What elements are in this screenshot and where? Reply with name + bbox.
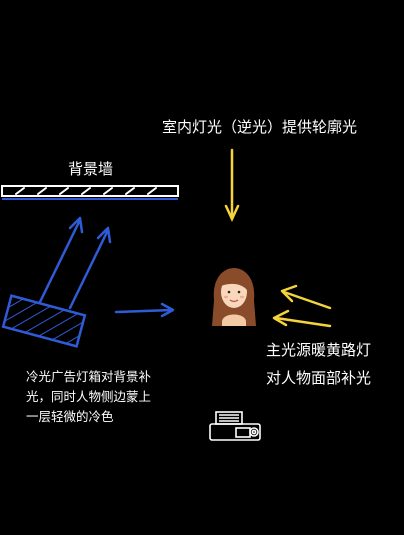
cold-light-arrow-to-person	[114, 302, 175, 318]
main-light-arrow-upper	[280, 284, 332, 310]
main-light-label-line1: 主光源暖黄路灯	[266, 341, 372, 359]
background-wall	[1, 185, 179, 200]
backlight-arrow	[224, 148, 240, 222]
camera-icon	[209, 411, 261, 441]
background-wall-label: 背景墙	[68, 160, 114, 178]
cold-light-label-line1: 冷光广告灯箱对背景补	[26, 369, 152, 384]
cold-light-arrow-right	[68, 226, 112, 310]
woman-avatar-icon	[212, 268, 256, 326]
main-light-label-line2: 对人物面部补光	[266, 369, 372, 387]
backlight-label: 室内灯光（逆光）提供轮廓光	[162, 118, 358, 136]
lightbox-icon	[1, 294, 87, 348]
cold-light-arrow-left	[38, 216, 84, 304]
cold-light-label-line3: 一层轻微的冷色	[26, 409, 114, 424]
main-light-arrow-lower	[272, 309, 332, 328]
cold-light-label-line2: 光，同时人物侧边蒙上	[26, 389, 152, 404]
